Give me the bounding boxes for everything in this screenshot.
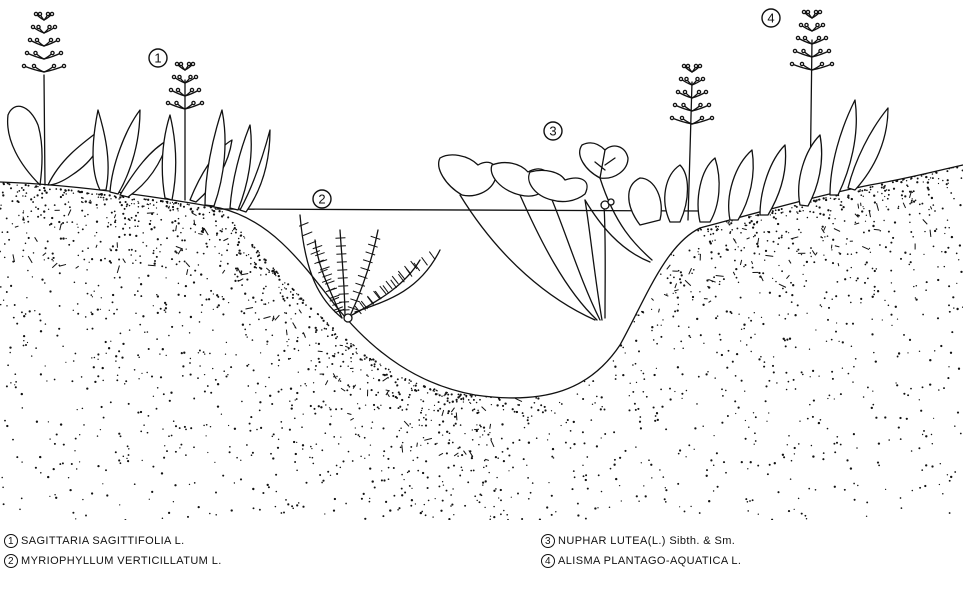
svg-text:2: 2 <box>318 192 325 207</box>
nuphar-plant-group <box>439 143 652 320</box>
myriophyllum-plant-group <box>299 215 440 322</box>
legend-number: 4 <box>541 554 555 568</box>
legend-item: 1 SAGITTARIA SAGITTIFOLIA L. <box>4 531 222 551</box>
marker-1: 1 <box>149 49 167 67</box>
alisma-plant-group <box>629 10 888 225</box>
legend-right: 3 NUPHAR LUTEA(L.) Sibth. & Sm. 4 ALISMA… <box>541 531 741 571</box>
legend-left: 1 SAGITTARIA SAGITTIFOLIA L. 2 MYRIOPHYL… <box>4 531 222 571</box>
marker-2: 2 <box>313 190 331 208</box>
svg-text:1: 1 <box>154 51 161 66</box>
legend-species-name: SAGITTARIA SAGITTIFOLIA L. <box>21 535 185 547</box>
svg-text:4: 4 <box>767 11 774 26</box>
marker-3: 3 <box>544 122 562 140</box>
legend-item: 4 ALISMA PLANTAGO-AQUATICA L. <box>541 551 741 571</box>
legend-species-name: MYRIOPHYLLUM VERTICILLATUM L. <box>21 555 222 567</box>
legend-species-name: NUPHAR LUTEA(L.) Sibth. & Sm. <box>558 535 735 547</box>
soil-bank <box>0 165 963 521</box>
legend-item: 3 NUPHAR LUTEA(L.) Sibth. & Sm. <box>541 531 741 551</box>
legend-number: 1 <box>4 534 18 548</box>
marker-4: 4 <box>762 9 780 27</box>
sagittaria-plant-group <box>8 12 270 212</box>
soil-stipple <box>0 165 963 521</box>
svg-text:3: 3 <box>549 124 556 139</box>
legend-number: 2 <box>4 554 18 568</box>
legend-species-name: ALISMA PLANTAGO-AQUATICA L. <box>558 555 741 567</box>
legend-number: 3 <box>541 534 555 548</box>
legend-item: 2 MYRIOPHYLLUM VERTICILLATUM L. <box>4 551 222 571</box>
